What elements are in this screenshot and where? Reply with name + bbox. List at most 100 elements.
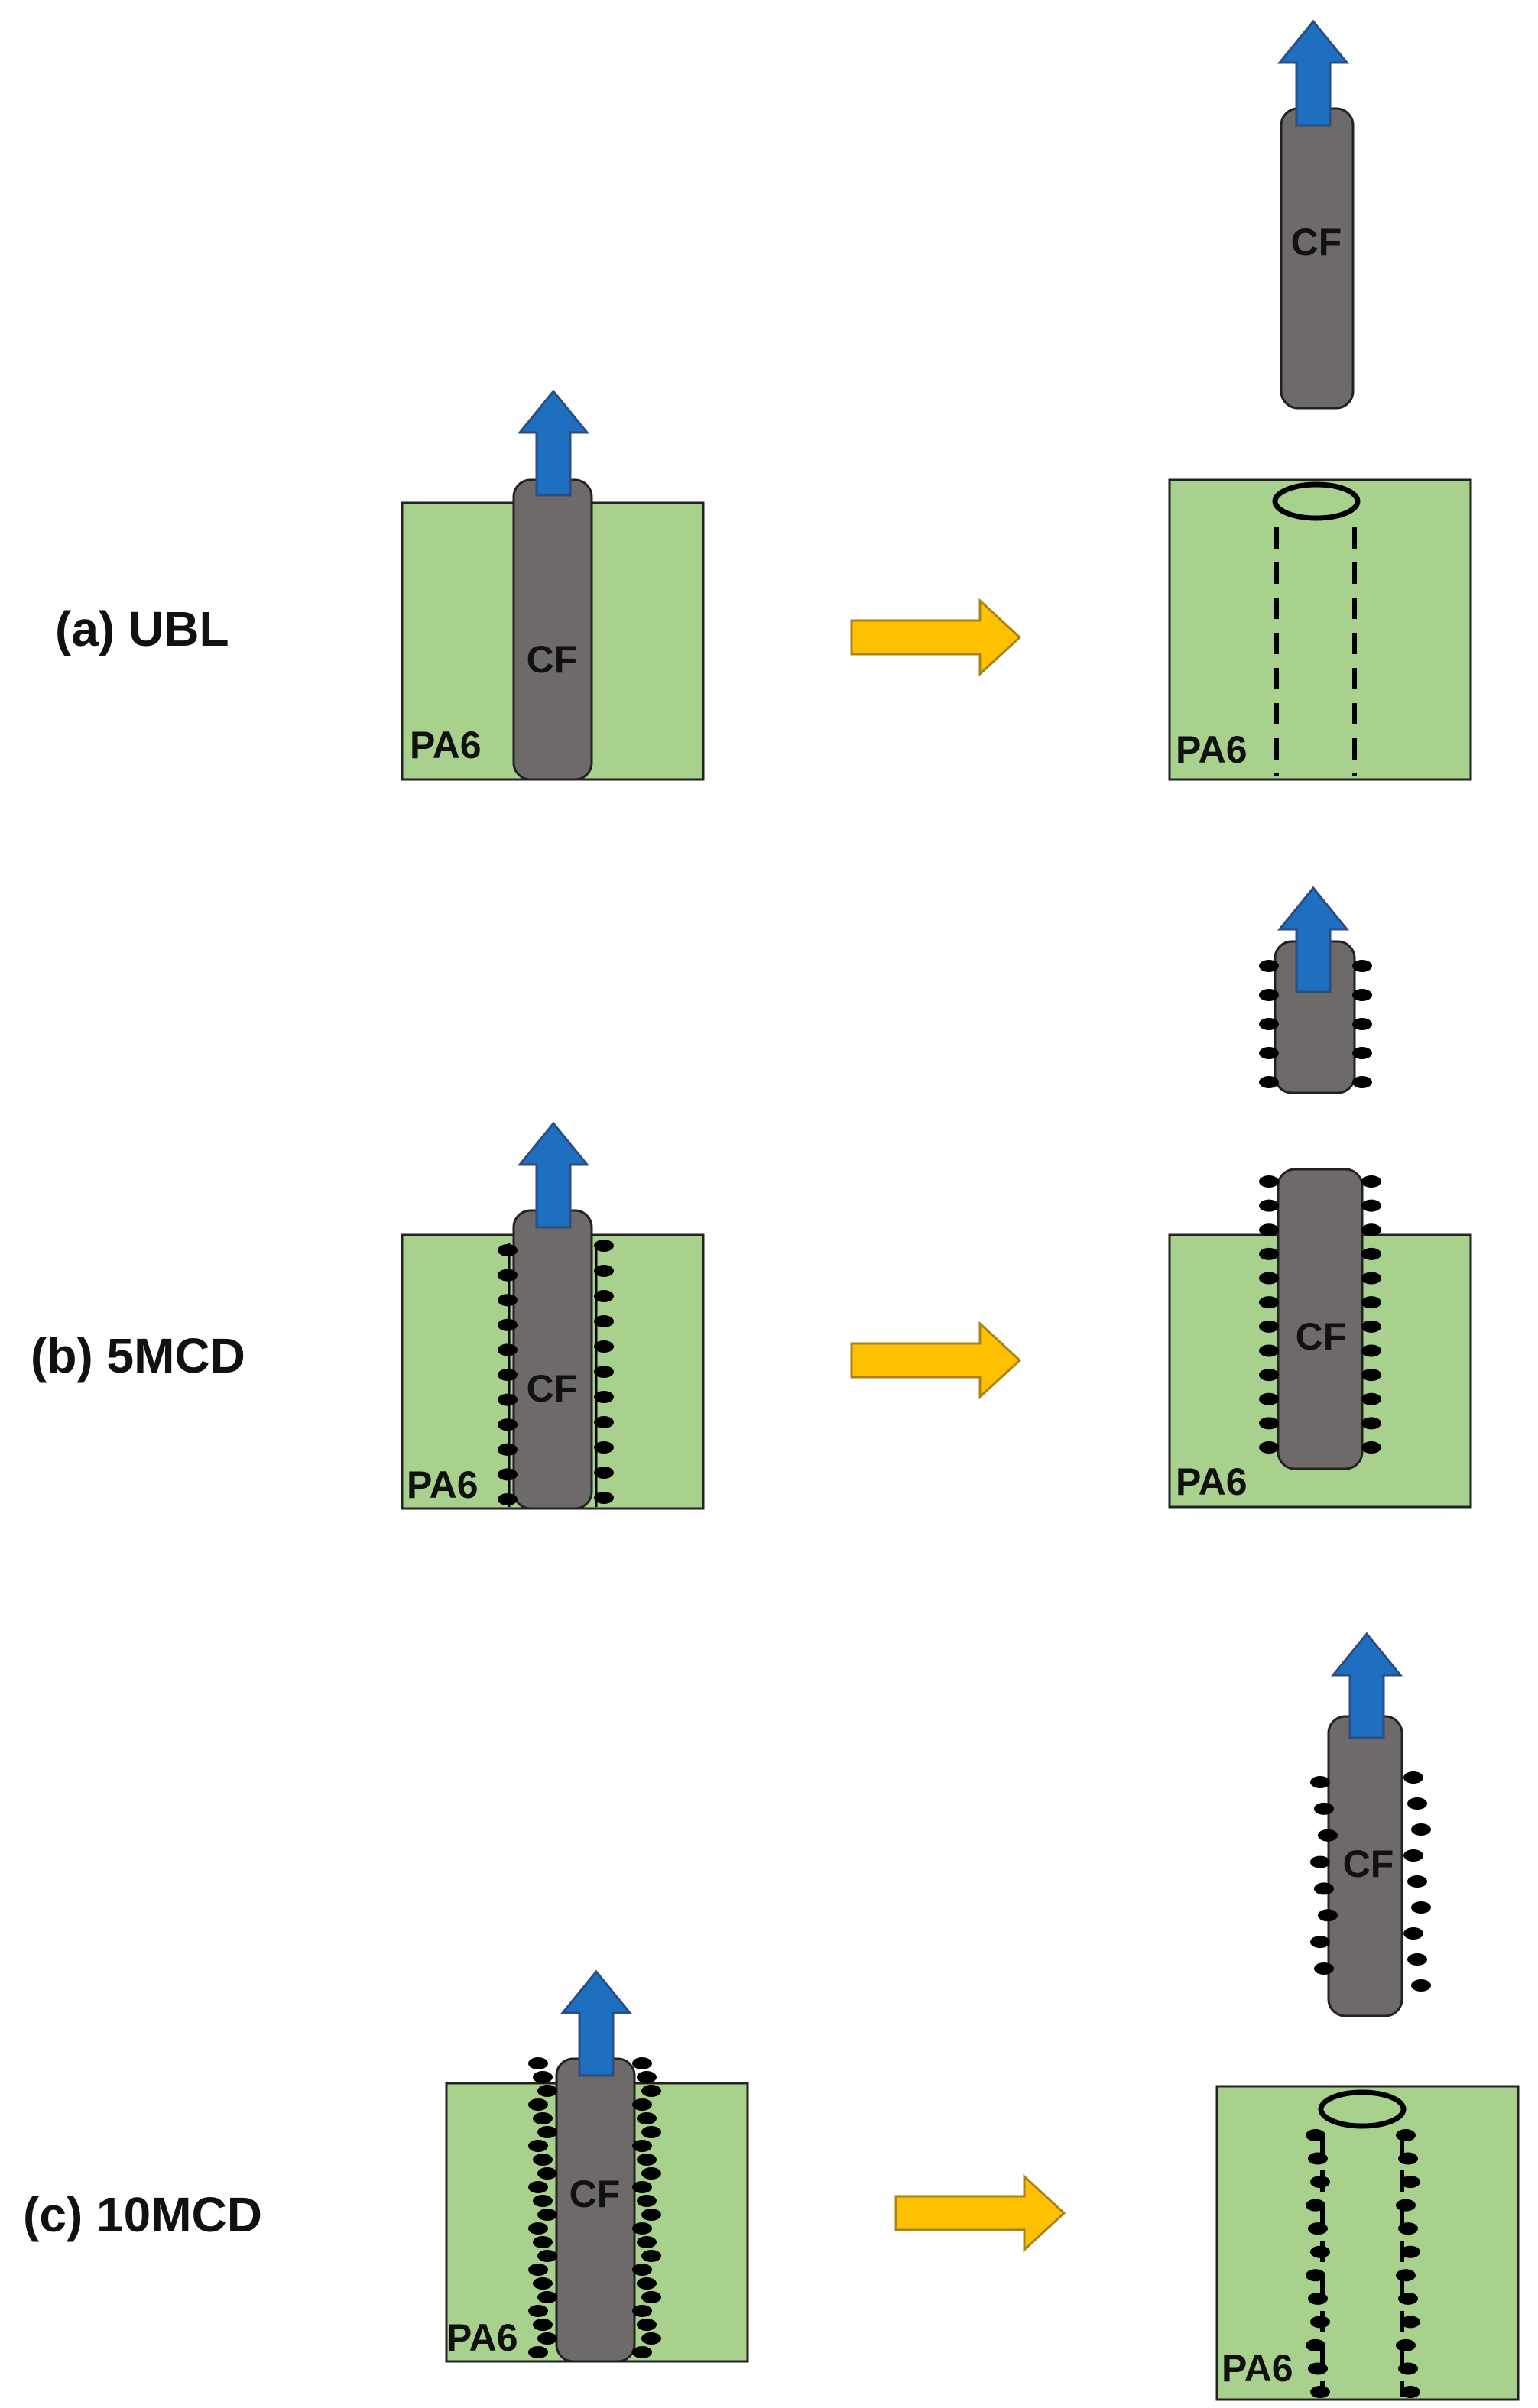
nanoparticle-dot: [1318, 1909, 1338, 1922]
nanoparticle-dot: [537, 2332, 557, 2345]
dots-right: [1403, 1771, 1431, 1992]
carbon-fiber: [512, 1209, 593, 1510]
nanoparticle-dot: [632, 2181, 652, 2193]
fiber-label: CF: [569, 2173, 621, 2215]
nanoparticle-dot: [594, 1391, 614, 1403]
nanoparticle-dot: [594, 1290, 614, 1302]
nanoparticle-dot: [537, 2291, 557, 2303]
dots-left: [1306, 2129, 1330, 2398]
nanoparticle-dot: [528, 2222, 548, 2235]
nanoparticle-dot: [1361, 1175, 1381, 1188]
nanoparticle-dot: [1259, 1076, 1279, 1088]
dots-left: [498, 1244, 518, 1505]
nanoparticle-dot: [1310, 2176, 1330, 2189]
nanoparticle-dot: [632, 2346, 652, 2358]
nanoparticle-dot: [1352, 1076, 1372, 1088]
nanoparticle-dot: [1403, 1771, 1423, 1784]
nanoparticle-dot: [632, 2305, 652, 2317]
nanoparticle-dot: [498, 1493, 518, 1505]
nanoparticle-dot: [1259, 1018, 1279, 1030]
nanoparticle-dot: [1400, 2316, 1420, 2329]
5mcd-before: CF PA6: [401, 1122, 705, 1510]
nanoparticle-dot: [1314, 1802, 1334, 1815]
fiber-label: CF: [527, 1367, 578, 1410]
ubl-before: CF PA6: [401, 390, 705, 781]
nanoparticle-dot: [637, 2277, 657, 2290]
nanoparticle-dot: [637, 2319, 657, 2331]
dots-right: [1361, 1175, 1381, 1454]
nanoparticle-dot: [498, 1443, 518, 1456]
fiber-label: CF: [1291, 221, 1342, 264]
nanoparticle-dot: [637, 2236, 657, 2248]
nanoparticle-dot: [632, 2057, 652, 2069]
nanoparticle-dot: [1407, 1875, 1427, 1888]
matrix-block: [1168, 478, 1472, 781]
nanoparticle-dot: [1259, 1369, 1279, 1382]
nanoparticle-dot: [528, 2098, 548, 2111]
nanoparticle-dot: [1306, 2129, 1325, 2141]
fiber-label: CF: [527, 638, 578, 681]
dots-right: [632, 2057, 661, 2358]
nanoparticle-dot: [1398, 2362, 1418, 2375]
dots-left: [528, 2057, 557, 2358]
nanoparticle-dot: [641, 2085, 661, 2097]
nanoparticle-dot: [1361, 1441, 1381, 1454]
matrix-label: PA6: [446, 2316, 518, 2359]
matrix-label: PA6: [1176, 728, 1248, 771]
nanoparticle-dot: [498, 1369, 518, 1381]
ubl-after: CF PA6: [1168, 20, 1472, 781]
nanoparticle-dot: [1352, 960, 1372, 972]
nanoparticle-dot: [1361, 1296, 1381, 1309]
matrix-label: PA6: [1176, 1460, 1248, 1503]
panel-ubl: (a) UBL CF PA6 CF PA6: [55, 20, 1472, 781]
nanoparticle-dot: [594, 1340, 614, 1353]
nanoparticle-dot: [641, 2126, 661, 2138]
nanoparticle-dot: [1361, 1344, 1381, 1357]
nanoparticle-dot: [1400, 2176, 1420, 2189]
nanoparticle-dot: [1259, 1223, 1279, 1236]
nanoparticle-dot: [1361, 1223, 1381, 1236]
panel-label-ubl: (a) UBL: [55, 601, 229, 656]
nanoparticle-dot: [637, 2154, 657, 2166]
nanoparticle-dot: [528, 2346, 548, 2358]
nanoparticle-dot: [1310, 2386, 1330, 2398]
nanoparticle-dot: [1310, 2316, 1330, 2329]
nanoparticle-dot: [1400, 2245, 1420, 2258]
5mcd-after: CF PA6: [1168, 886, 1472, 1509]
nanoparticle-dot: [632, 2222, 652, 2235]
dots-right: [1396, 2129, 1420, 2398]
nanoparticle-dot: [594, 1315, 614, 1327]
nanoparticle-dot: [498, 1343, 518, 1356]
10mcd-before: CF PA6: [445, 1970, 749, 2363]
nanoparticle-dot: [533, 2277, 553, 2290]
nanoparticle-dot: [1403, 1849, 1423, 1862]
nanoparticle-dot: [641, 2332, 661, 2345]
nanoparticle-dot: [533, 2319, 553, 2331]
nanoparticle-dot: [1306, 2338, 1325, 2351]
nanoparticle-dot: [537, 2250, 557, 2262]
nanoparticle-dot: [594, 1467, 614, 1479]
nanoparticle-dot: [632, 2264, 652, 2276]
panel-label-10mcd: (c) 10MCD: [23, 2187, 262, 2242]
nanoparticle-dot: [1398, 2292, 1418, 2305]
nanoparticle-dot: [1361, 1392, 1381, 1405]
nanoparticle-dot: [1259, 1320, 1279, 1333]
nanoparticle-dot: [528, 2140, 548, 2152]
nanoparticle-dot: [1398, 2152, 1418, 2165]
nanoparticle-dot: [1352, 1047, 1372, 1059]
nanoparticle-dot: [1259, 1417, 1279, 1430]
nanoparticle-dot: [528, 2181, 548, 2193]
nanoparticle-dot: [498, 1269, 518, 1282]
dots-left: [1259, 960, 1279, 1088]
dots-left: [1310, 1776, 1338, 1975]
nanoparticle-dot: [1259, 1296, 1279, 1309]
nanoparticle-dot: [1259, 1199, 1279, 1212]
nanoparticle-dot: [1361, 1247, 1381, 1260]
nanoparticle-dot: [533, 2112, 553, 2124]
nanoparticle-dot: [533, 2154, 553, 2166]
nanoparticle-dot: [641, 2167, 661, 2180]
10mcd-after: PA6 CF: [1215, 1632, 1520, 2401]
nanoparticle-dot: [1396, 2199, 1416, 2212]
nanoparticle-dot: [537, 2126, 557, 2138]
nanoparticle-dot: [594, 1441, 614, 1454]
